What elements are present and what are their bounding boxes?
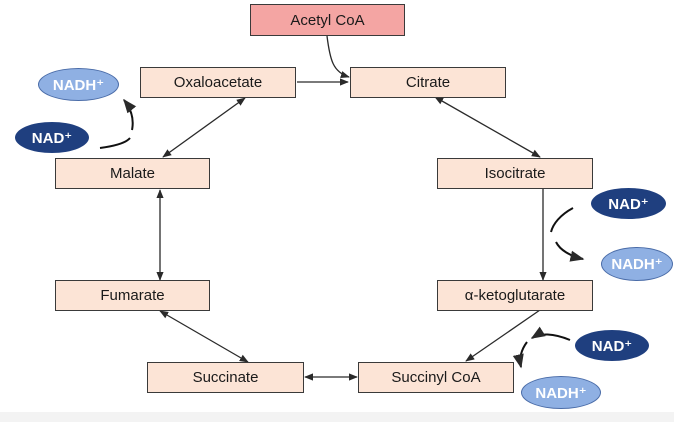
nadh-label: NADH⁺ <box>52 76 105 94</box>
acetyl-coa-to-citrate-arrow <box>326 35 350 79</box>
nadh-oval-akg: NADH⁺ <box>521 376 601 409</box>
malate-oxaloacetate-arrow <box>162 97 246 158</box>
malate-nad-curve-out <box>123 98 137 131</box>
oxaloacetate-label: Oxaloacetate <box>173 74 263 91</box>
fumarate-box: Fumarate <box>55 280 210 311</box>
citrate-isocitrate-arrow <box>434 96 541 158</box>
nad-oval-isocitrate: NAD⁺ <box>590 187 667 220</box>
citrate-label: Citrate <box>405 74 451 91</box>
bottom-strip <box>0 412 674 422</box>
isocitrate-label: Isocitrate <box>484 165 546 182</box>
succinyl-coa-box: Succinyl CoA <box>358 362 514 393</box>
nad-label: NAD⁺ <box>591 337 633 355</box>
succinate-fumarate-arrow <box>159 310 249 363</box>
malate-nad-curve-in <box>99 137 131 149</box>
acetyl-coa-label: Acetyl CoA <box>290 11 365 29</box>
isocitrate-nad-curve-in <box>550 207 574 233</box>
nadh-oval-malate: NADH⁺ <box>38 68 119 101</box>
akg-to-succinyl-coa-arrow <box>465 309 541 362</box>
alpha-ketoglutarate-label: α-ketoglutarate <box>464 287 566 304</box>
malate-label: Malate <box>109 165 156 182</box>
fumarate-label: Fumarate <box>100 287 165 304</box>
isocitrate-nad-curve-out <box>555 241 585 262</box>
akg-nad-curve-in <box>530 326 571 341</box>
malate-box: Malate <box>55 158 210 189</box>
citrate-box: Citrate <box>350 67 506 98</box>
succinate-label: Succinate <box>192 369 259 386</box>
acetyl-coa-box: Acetyl CoA <box>250 4 405 36</box>
nadh-oval-isocitrate: NADH⁺ <box>601 247 673 281</box>
isocitrate-box: Isocitrate <box>437 158 593 189</box>
succinate-box: Succinate <box>147 362 304 393</box>
nad-label: NAD⁺ <box>31 129 73 147</box>
nad-oval-malate: NAD⁺ <box>14 121 90 154</box>
nad-oval-akg: NAD⁺ <box>574 329 650 362</box>
nadh-label: NADH⁺ <box>535 384 587 402</box>
alpha-ketoglutarate-box: α-ketoglutarate <box>437 280 593 311</box>
nadh-label: NADH⁺ <box>611 256 663 273</box>
akg-nad-curve-out <box>512 341 528 369</box>
oxaloacetate-box: Oxaloacetate <box>140 67 296 98</box>
nad-label: NAD⁺ <box>608 195 649 213</box>
succinyl-coa-label: Succinyl CoA <box>391 369 481 386</box>
